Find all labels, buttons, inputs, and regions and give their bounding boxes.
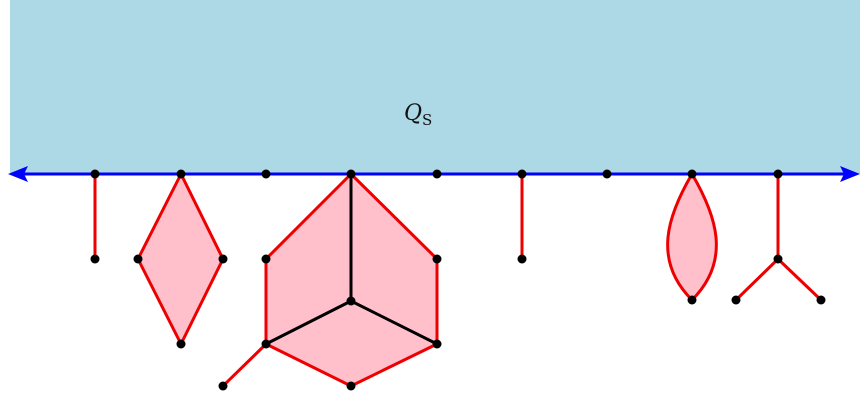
boundary-node — [602, 169, 612, 179]
graph-node — [517, 254, 527, 264]
boundary-node — [346, 169, 356, 179]
graph-node — [133, 254, 143, 264]
graph-node — [773, 254, 783, 264]
region-q-s — [10, 0, 860, 174]
graph-node — [346, 296, 356, 306]
boundary-node — [773, 169, 783, 179]
graph-node — [731, 295, 741, 305]
graph-node — [261, 339, 271, 349]
fork-right-edge — [776, 257, 823, 302]
black-edges — [264, 172, 439, 346]
boundary-node — [176, 169, 186, 179]
hexagon-tail-edge — [221, 342, 268, 388]
graph-node — [432, 254, 442, 264]
teardrop-face — [667, 174, 717, 300]
graph-node — [218, 381, 228, 391]
graph-node — [176, 339, 186, 349]
graph-node — [218, 254, 228, 264]
boundary-node — [90, 169, 100, 179]
nodes — [90, 169, 826, 391]
graph-node — [816, 295, 826, 305]
boundary-node — [261, 169, 271, 179]
cube-edge-left — [264, 299, 353, 346]
graph-node — [90, 254, 100, 264]
diamond-face — [138, 174, 223, 344]
graph-node — [261, 254, 271, 264]
right-arrowhead — [840, 166, 860, 182]
left-arrowhead — [8, 166, 28, 182]
boundary-node — [517, 169, 527, 179]
region-label: QS — [404, 101, 432, 129]
region-label-subscript: S — [422, 111, 432, 129]
fork-left-edge — [734, 257, 780, 302]
graph-node — [687, 295, 697, 305]
region-label-main: Q — [404, 101, 422, 126]
graph-node — [346, 381, 356, 391]
cube-edge-right — [349, 299, 439, 346]
boundary-node — [432, 169, 442, 179]
boundary-node — [687, 169, 697, 179]
graph-node — [432, 339, 442, 349]
